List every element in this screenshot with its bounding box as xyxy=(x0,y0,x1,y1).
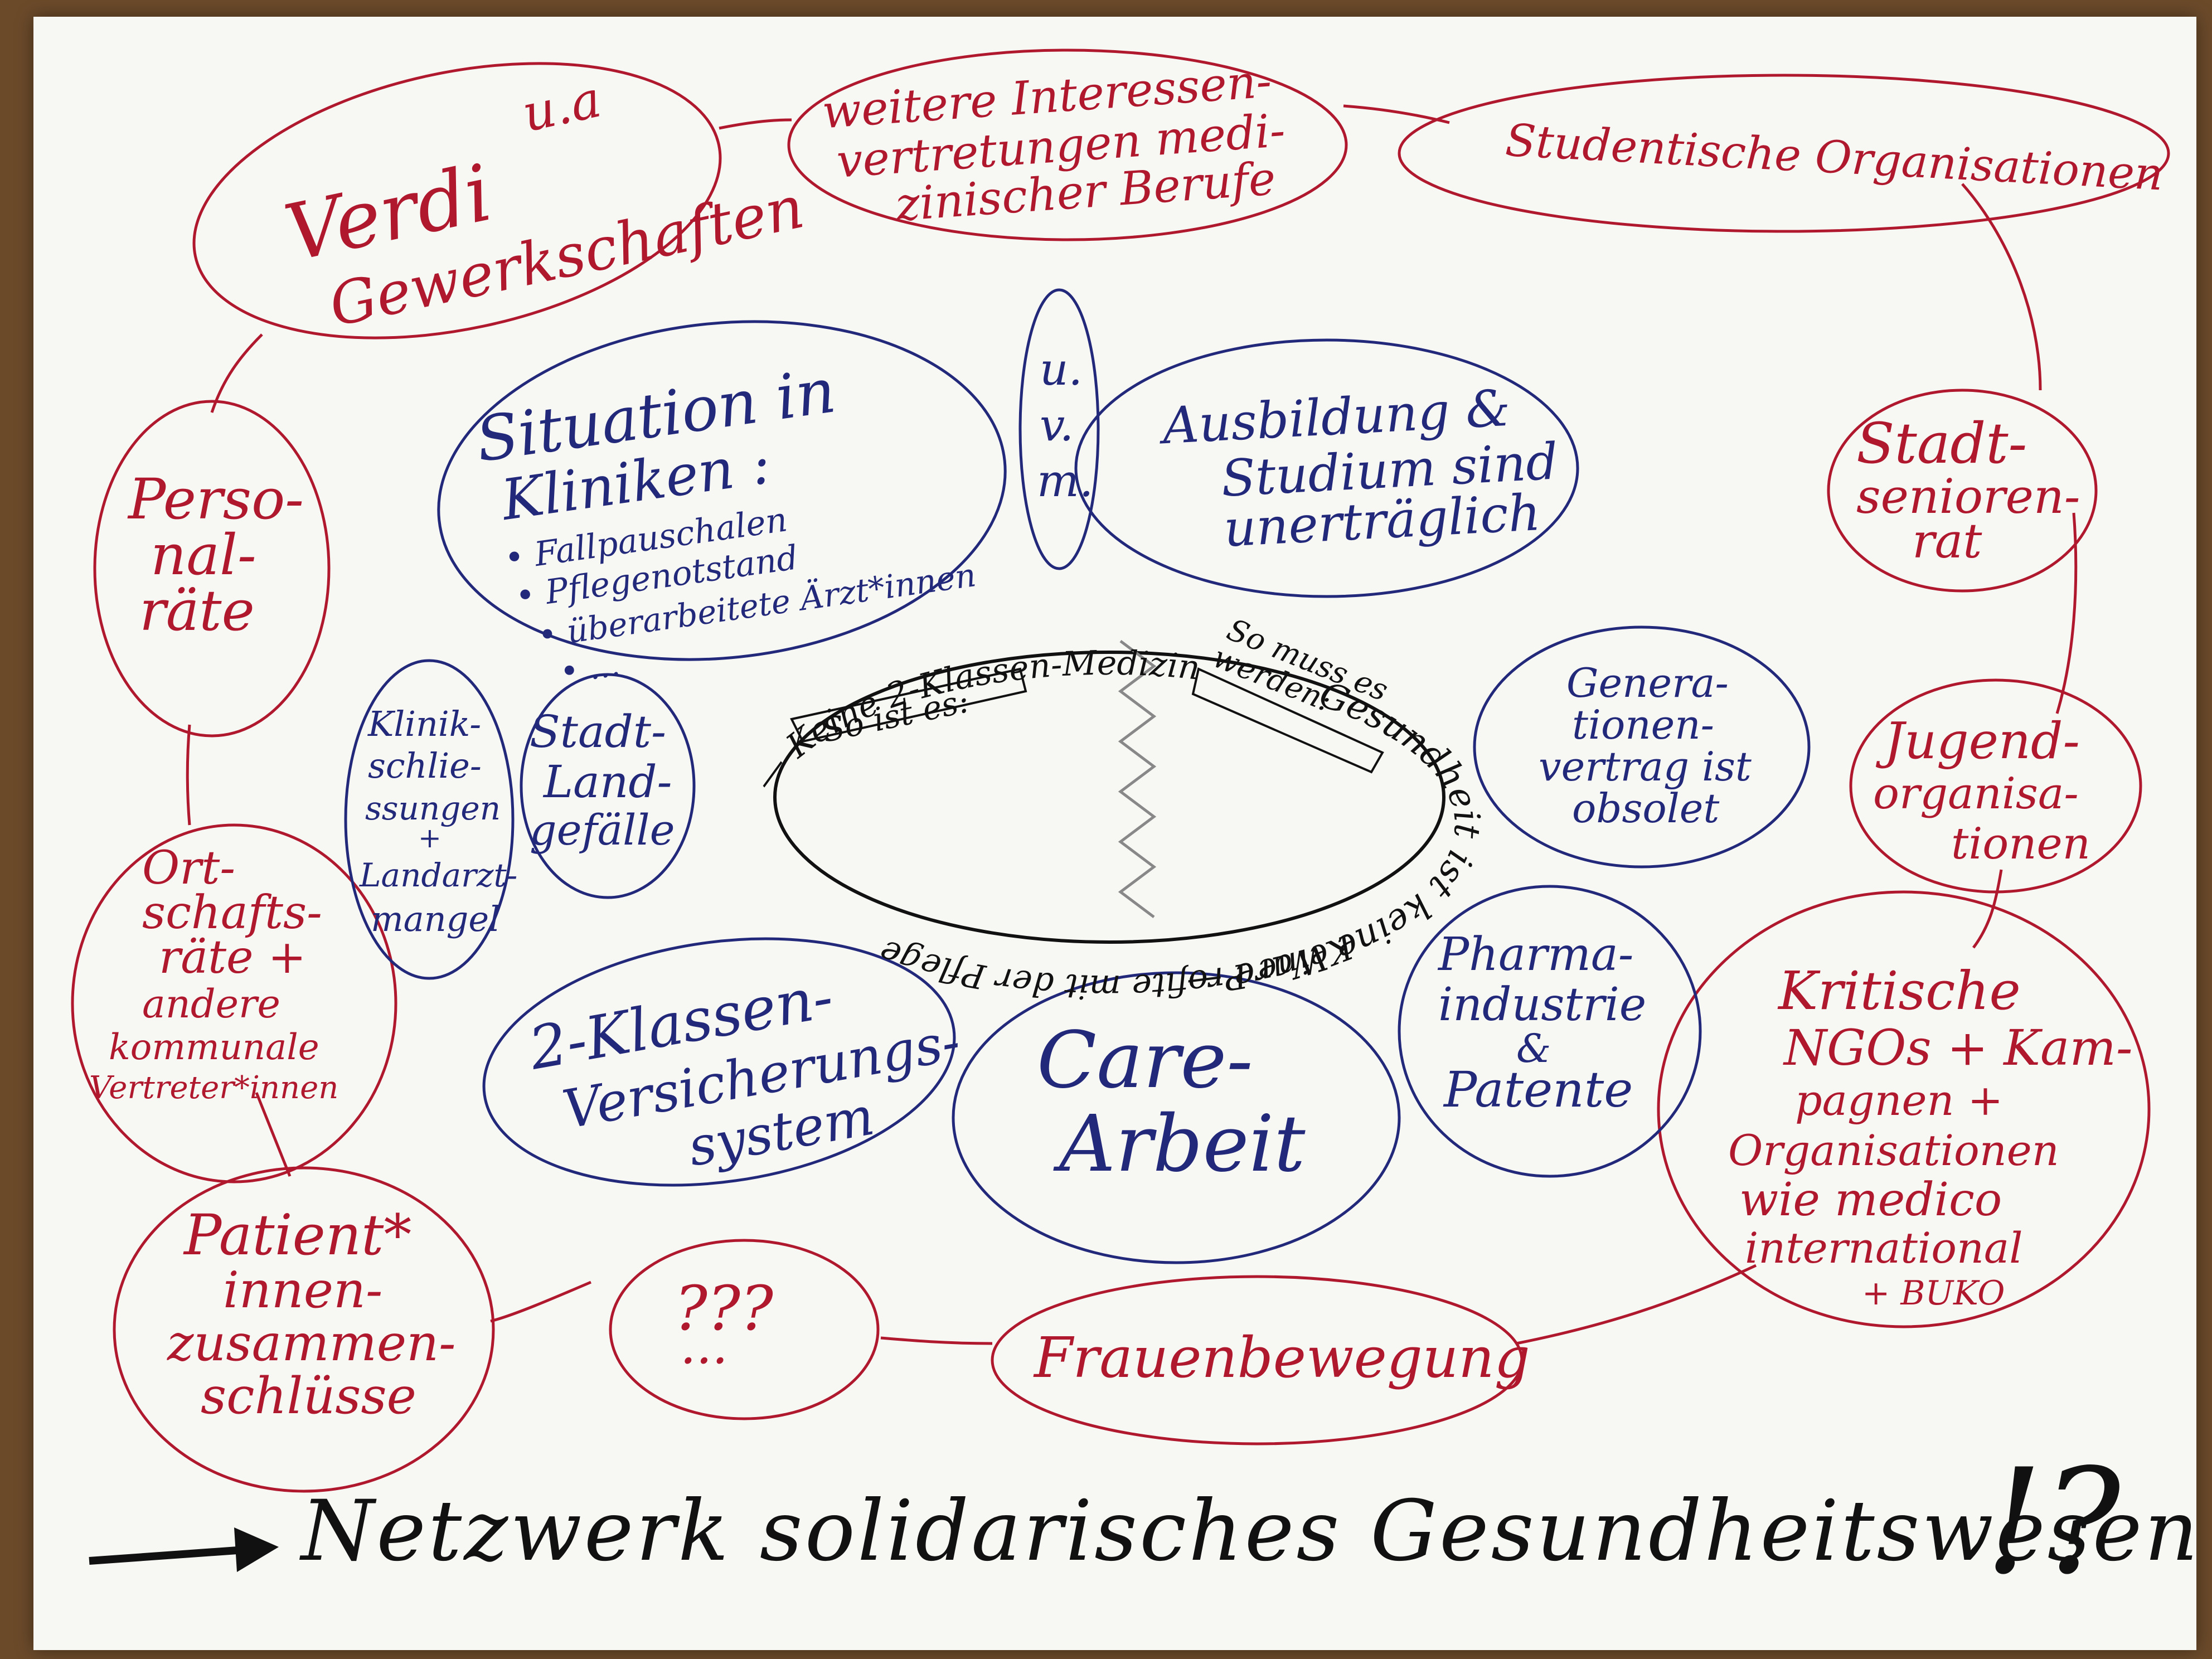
stadtseniorenrat-label-3: rat xyxy=(1912,514,1982,569)
frauen-label: Frauenbewegung xyxy=(1033,1325,1530,1390)
node-studentische-outline xyxy=(1398,74,2170,233)
ortschaft-label-4: andere xyxy=(142,981,280,1027)
node-ausbildung-outline xyxy=(1074,338,1579,598)
generation-label-3: vertrag ist xyxy=(1539,743,1752,790)
node-klinik-outline xyxy=(344,659,515,980)
stadtland-label-3: gefälle xyxy=(530,805,675,855)
stadtseniorenrat-label-1: Stadt- xyxy=(1856,411,2027,476)
center-ellipse xyxy=(773,651,1445,944)
kritische-label-4: Organisationen xyxy=(1728,1126,2059,1175)
studentische-label: Studentische Organisationen xyxy=(1504,114,2165,201)
klinik-label-2: schlie- xyxy=(368,745,482,786)
node-generation-outline xyxy=(1473,625,1811,869)
title-interrobang: !? xyxy=(1985,1438,2121,1607)
jugend-label-3: tionen xyxy=(1951,819,2090,869)
generation-label-4: obsolet xyxy=(1572,785,1720,832)
care-label-2: Arbeit xyxy=(1053,1099,1306,1190)
uvm-label-2: v. xyxy=(1040,399,1074,451)
outer-nodes xyxy=(71,48,2170,1493)
fragezeichen-label-2: ... xyxy=(680,1317,728,1375)
node-personal-outline xyxy=(93,400,331,738)
kritische-label-2: NGOs + Kam- xyxy=(1783,1019,2133,1076)
node-verdi-outline xyxy=(192,62,722,339)
node-care-outline xyxy=(952,971,1401,1264)
kritische-label-7: + BUKO xyxy=(1862,1274,2005,1313)
network-title: Netzwerk solidarisches Gesundheitswesen xyxy=(301,1483,2201,1580)
care-label-1: Care- xyxy=(1037,1015,1253,1106)
node-pharma-outline xyxy=(1398,885,1702,1178)
pharma-label-4: Patente xyxy=(1443,1061,1633,1118)
inner-nodes xyxy=(344,288,1811,1264)
patient-label-1: Patient* xyxy=(183,1202,411,1268)
patient-label-4: schlüsse xyxy=(201,1367,416,1425)
ortschaft-label-5: kommunale xyxy=(109,1027,319,1068)
patient-label-2: innen- xyxy=(223,1261,382,1320)
center-zigzag xyxy=(1118,640,1157,918)
node-jugend-outline xyxy=(1849,678,2142,894)
pharma-label-1: Pharma- xyxy=(1437,928,1633,981)
pharma-label-3: & xyxy=(1516,1026,1551,1071)
node-patient-outline xyxy=(113,1166,495,1493)
personal-label-2: nal- xyxy=(151,522,256,588)
klinik-label-3: ssungen xyxy=(365,789,501,827)
klinik-label-5: Landarzt- xyxy=(359,856,517,894)
center-right-box xyxy=(1191,667,1384,774)
generation-label-2: tionen- xyxy=(1572,701,1714,748)
paper-sheet xyxy=(33,17,2196,1650)
node-kritische-outline xyxy=(1657,890,2151,1328)
uvm-label-1: u. xyxy=(1040,343,1083,395)
kritische-label-5: wie medico xyxy=(1739,1173,2002,1226)
kritische-label-1: Kritische xyxy=(1777,961,2021,1022)
inner-node-labels: Situation in Kliniken : • Fallpauschalen… xyxy=(359,343,1752,1190)
klinik-label-4: + xyxy=(418,822,442,854)
situation-bullet-4: • ... xyxy=(557,645,622,691)
node-uvm-outline xyxy=(1018,288,1100,570)
node-fragezeichen-outline xyxy=(609,1239,880,1420)
pharma-label-2: industrie xyxy=(1438,978,1646,1031)
node-situation-outline xyxy=(437,320,1007,661)
verdi-label-2: u.a xyxy=(517,70,606,143)
node-stadtland-outline xyxy=(520,673,696,899)
ortschaft-label-2: schafts- xyxy=(142,886,322,939)
node-weitere-outline xyxy=(787,48,1348,241)
node-ortschaft-outline xyxy=(71,823,397,1183)
patient-label-3: zusammen- xyxy=(167,1314,456,1372)
center-cluster: So ist es: So muss es werden: Gesundheit… xyxy=(745,612,1488,1006)
kritische-label-6: international xyxy=(1745,1223,2023,1273)
jugend-label-1: Jugend- xyxy=(1875,712,2080,770)
fragezeichen-label-1: ??? xyxy=(675,1273,774,1344)
personal-label-3: räte xyxy=(139,578,255,643)
ortschaft-label-1: Ort- xyxy=(142,842,235,895)
node-frauen-outline xyxy=(991,1275,1524,1445)
uvm-label-3: m. xyxy=(1037,455,1093,507)
stadtland-label-2: Land- xyxy=(542,756,672,808)
klinik-label-6: mangel xyxy=(371,899,500,939)
ortschaft-label-6: Vertreter*innen xyxy=(89,1070,338,1106)
stadtseniorenrat-label-2: senioren- xyxy=(1856,469,2080,525)
node-zweiklassen-outline xyxy=(482,937,956,1187)
arrow-icon xyxy=(89,1527,279,1572)
ortschaft-label-3: räte + xyxy=(159,931,306,984)
center-slogan-bottom: — Keine 2-Klassen-Medizin xyxy=(745,644,1202,798)
stadtland-label-1: Stadt- xyxy=(530,706,666,758)
personal-label-1: Perso- xyxy=(127,467,304,532)
center-slogan-right: Keine Profite mit der Pflege xyxy=(875,926,1359,1006)
klinik-label-1: Klinik- xyxy=(367,704,481,744)
jugend-label-2: organisa- xyxy=(1873,769,2079,819)
kritische-label-3: pagnen + xyxy=(1795,1075,2003,1125)
node-stadtseniorenrat-outline xyxy=(1827,389,2098,593)
center-left-box xyxy=(790,667,1027,743)
generation-label-1: Genera- xyxy=(1566,659,1729,706)
